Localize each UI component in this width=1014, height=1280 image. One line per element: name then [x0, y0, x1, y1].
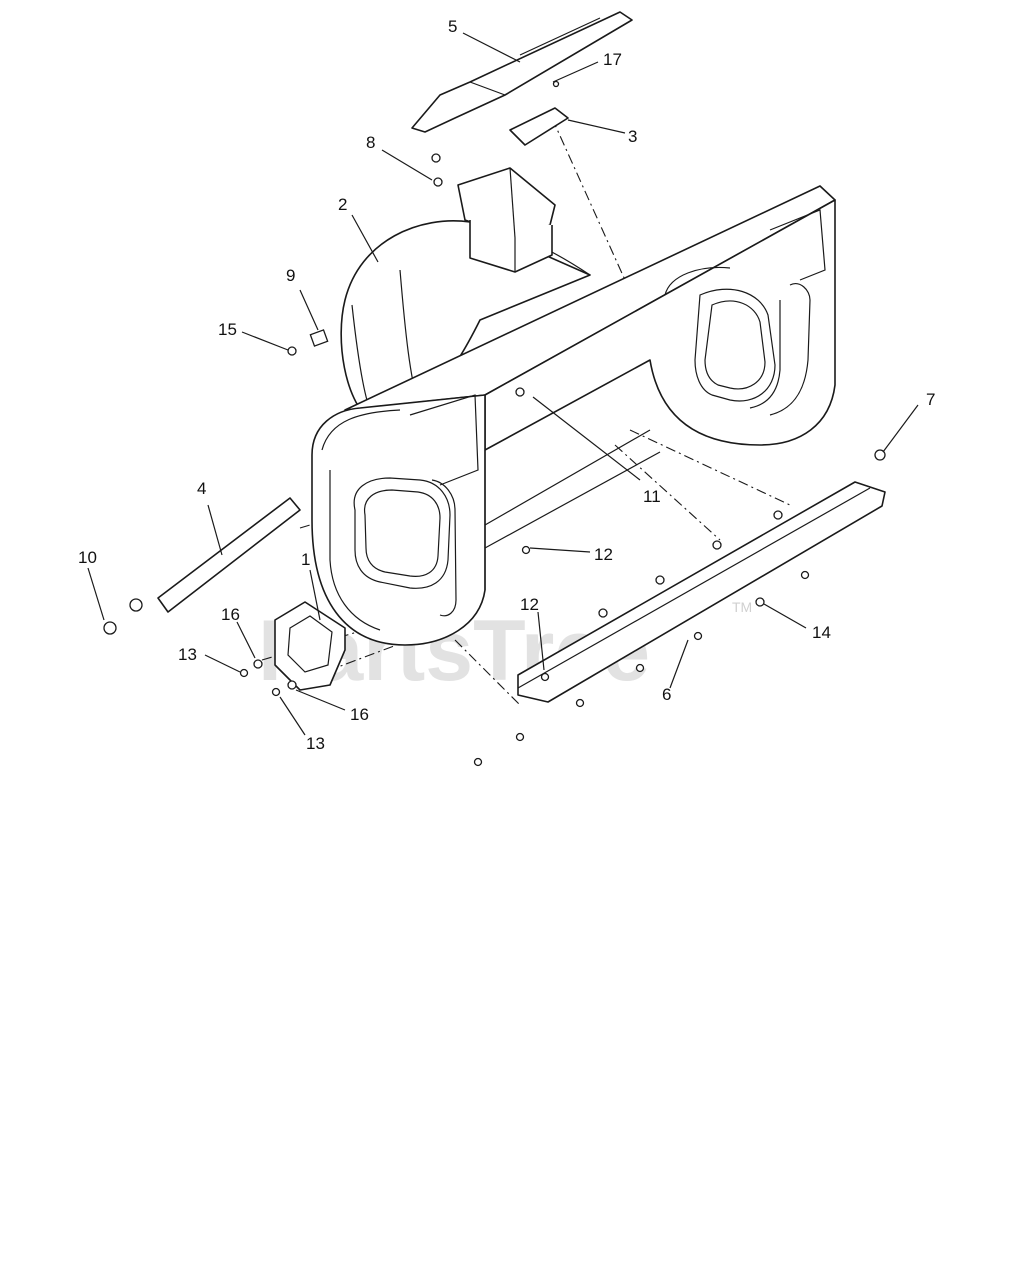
- callout-3: 3: [628, 127, 637, 146]
- callout-14: 14: [812, 623, 831, 642]
- callout-8: 8: [366, 133, 375, 152]
- hardware: [103, 80, 886, 767]
- chute-deflector: [411, 11, 633, 133]
- callout-9: 9: [286, 266, 295, 285]
- callout-11: 11: [643, 487, 661, 506]
- callout-13-lower: 13: [306, 734, 325, 753]
- watermark-trademark: TM: [732, 599, 752, 615]
- callout-15: 15: [218, 320, 237, 339]
- skid-shoe: [274, 601, 346, 691]
- callout-10: 10: [78, 548, 97, 567]
- callout-17: 17: [603, 50, 622, 69]
- callout-6: 6: [662, 685, 671, 704]
- callout-1: 1: [301, 550, 310, 569]
- callout-13-upper: 13: [178, 645, 197, 664]
- callout-16-lower: 16: [350, 705, 369, 724]
- callout-4: 4: [197, 479, 206, 498]
- leader-lines: [87, 32, 919, 736]
- callout-7: 7: [926, 390, 935, 409]
- callout-12-upper: 12: [594, 545, 613, 564]
- left-side-plate: [321, 394, 479, 631]
- skid-bracket: [157, 497, 301, 613]
- chute-base: [457, 167, 556, 273]
- callout-16-upper: 16: [221, 605, 240, 624]
- right-side-plate: [664, 209, 826, 416]
- shave-plate: [517, 481, 886, 703]
- callout-2: 2: [338, 195, 347, 214]
- callout-12-lower: 12: [520, 595, 539, 614]
- callout-5: 5: [448, 17, 457, 36]
- callout-numbers: 5 17 3 8 2 9 15 7 11 4 12 10 1 12 16 14 …: [78, 17, 935, 753]
- chute-clip: [509, 107, 569, 146]
